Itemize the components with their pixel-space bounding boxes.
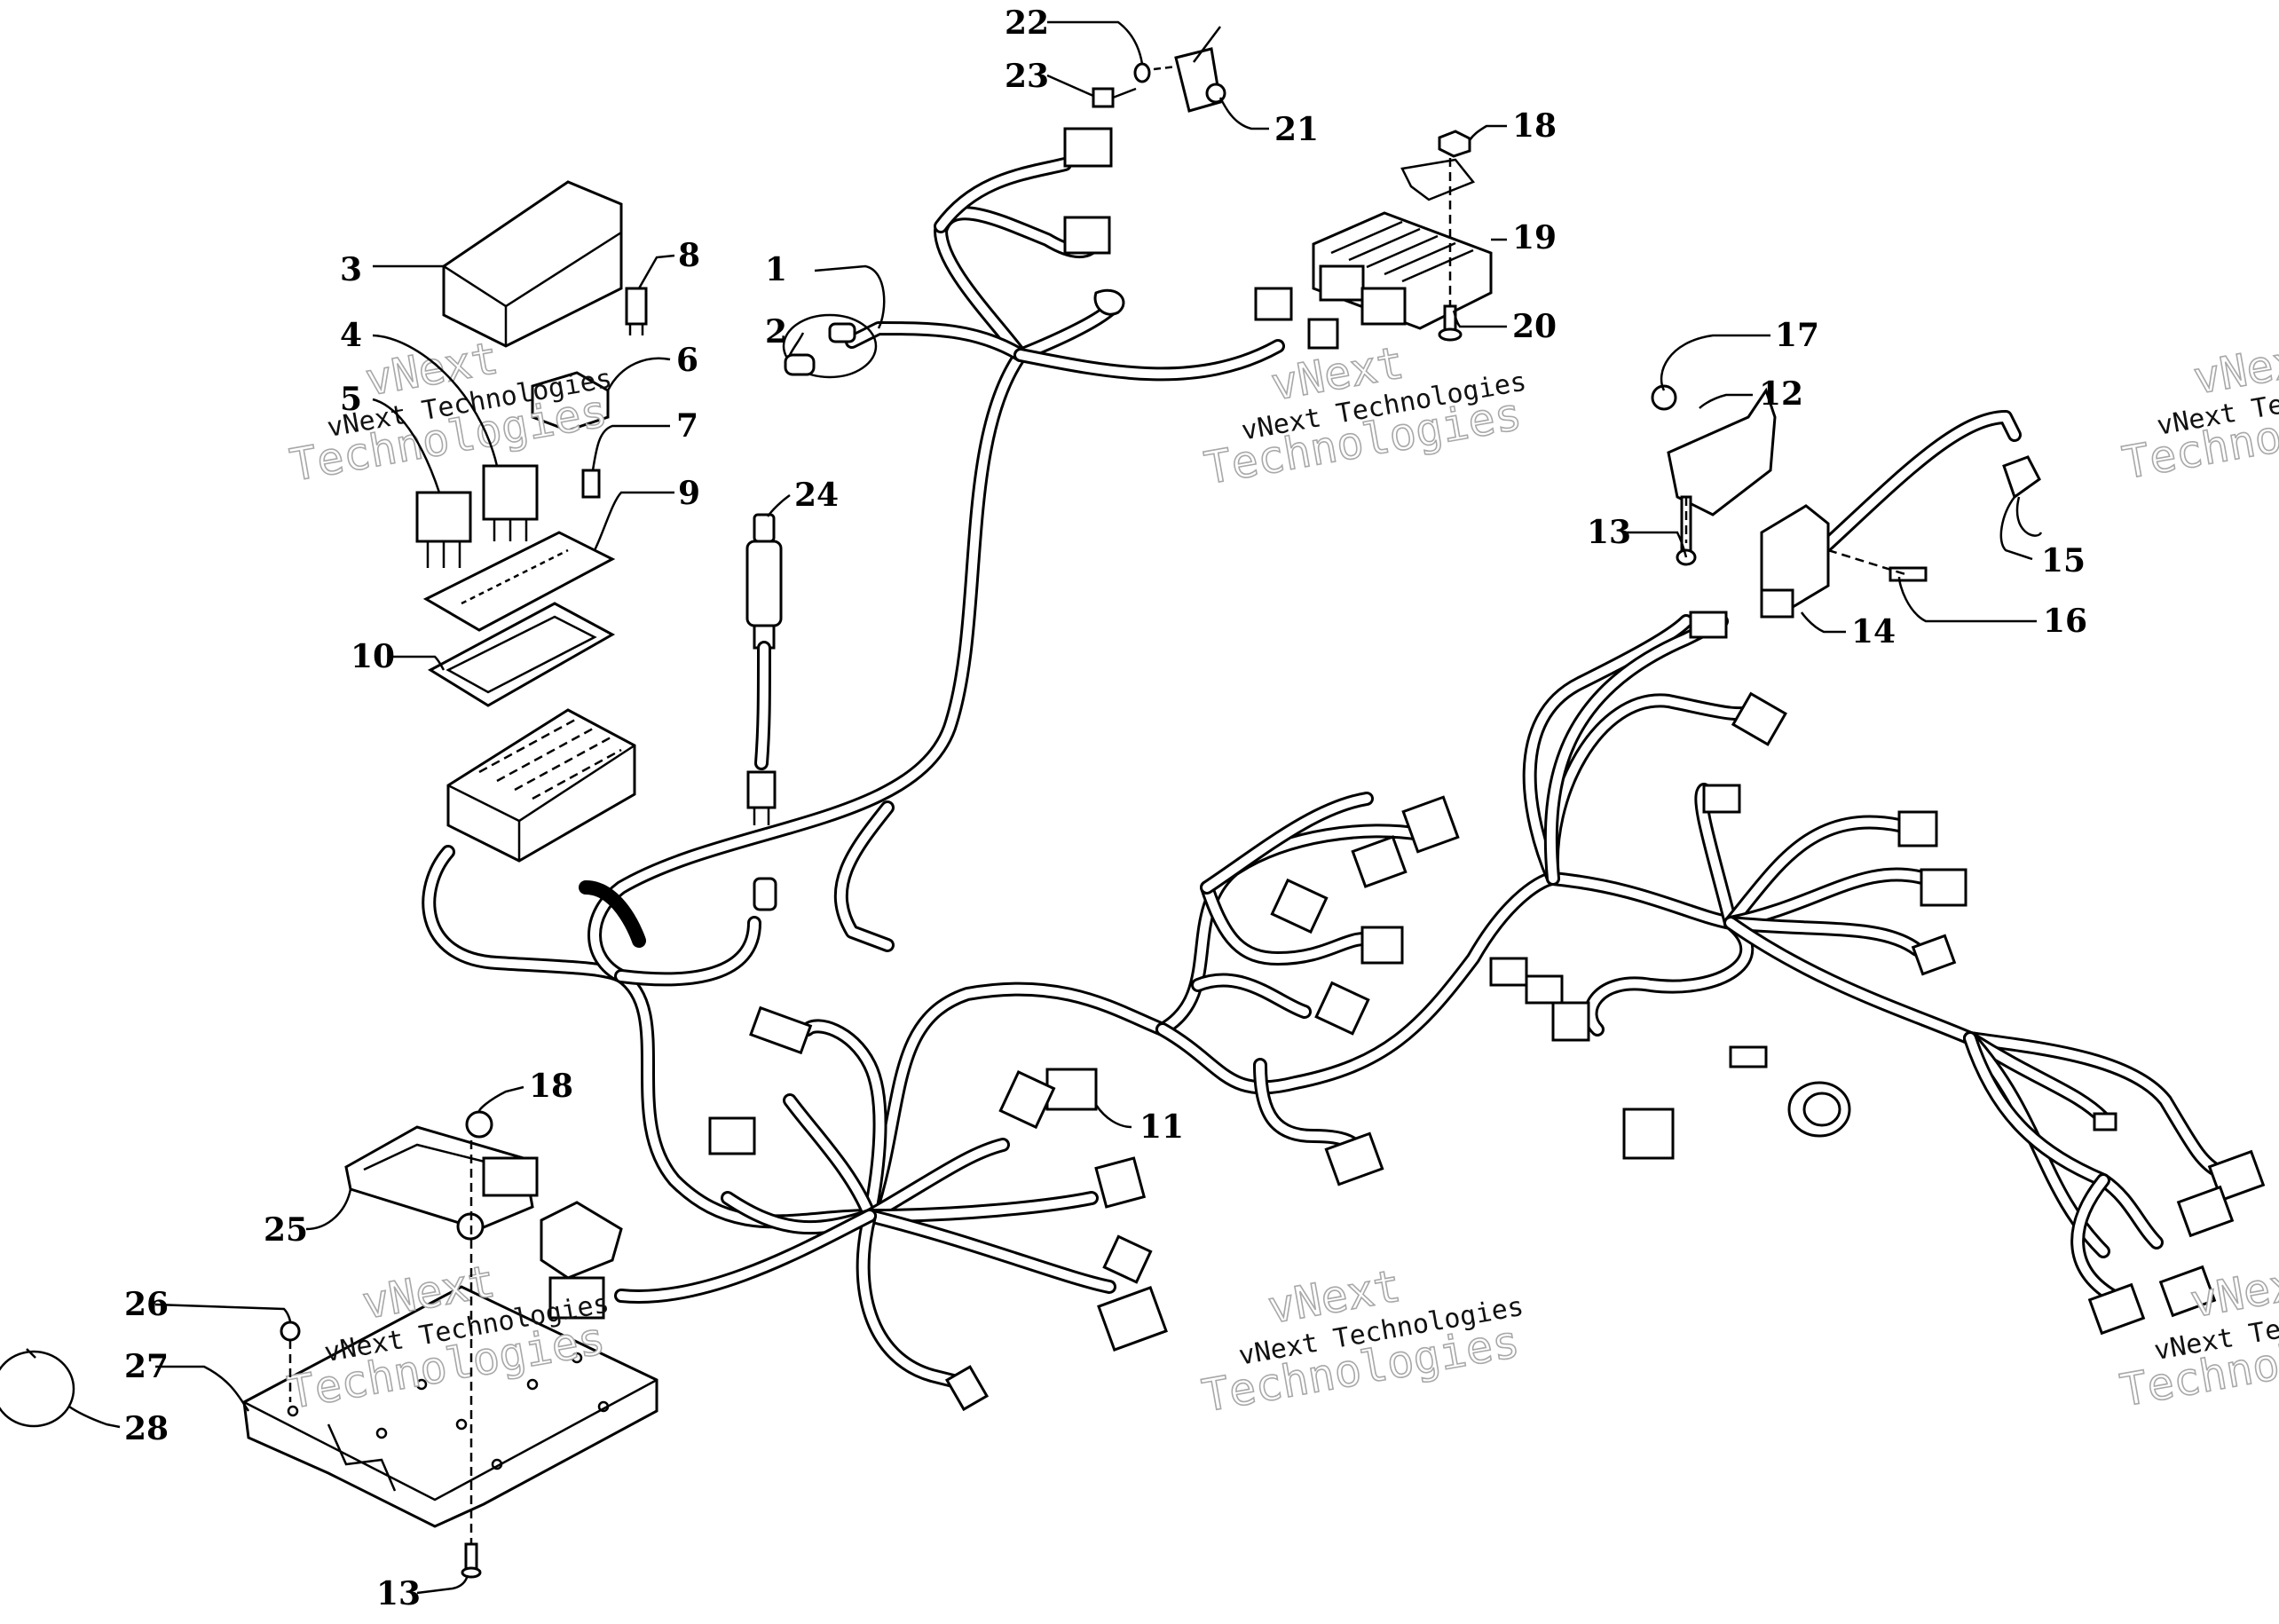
coil-bracket-group (1651, 384, 2043, 639)
bracket-21-part (1174, 26, 1226, 113)
callout-8: 8 (678, 237, 700, 274)
callout-13-lower: 13 (376, 1575, 421, 1612)
fuse-box-cover-part (442, 180, 623, 348)
callout-19: 19 (1512, 219, 1557, 256)
gasket-part (427, 602, 616, 707)
oxygen-sensor-part (745, 513, 783, 825)
relay-parts (415, 464, 539, 568)
watermark-center-bottom: vNext vNext Technologies Technologies (1198, 1259, 1526, 1423)
relay-part-small (531, 371, 610, 432)
callout-7: 7 (676, 407, 698, 445)
callout-6: 6 (676, 342, 698, 379)
watermark-right-top: vNext vNext Technologies Technologies (2118, 330, 2279, 490)
callout-9: 9 (678, 475, 700, 512)
watermark-center-top: vNext vNext Technologies Technologies (1200, 336, 1528, 495)
washer-22-part (1133, 62, 1151, 83)
rivet-26-part (280, 1320, 301, 1342)
svg-text:vNext: vNext (1264, 1260, 1404, 1334)
callout-11: 11 (1140, 1108, 1184, 1146)
callout-23: 23 (1005, 58, 1049, 95)
hex-nut-part (1438, 130, 1471, 158)
tray-holes (287, 1352, 610, 1470)
ecu-tray-part (242, 1285, 658, 1528)
top-connectors (1063, 127, 1339, 350)
callout-18-upper: 18 (1512, 107, 1557, 145)
callout-24: 24 (794, 477, 839, 514)
callout-4: 4 (340, 317, 362, 354)
watermark-left-top: vNext vNext Technologies Technologies (286, 331, 614, 492)
bolt-13-part (461, 1542, 482, 1579)
callout-14: 14 (1851, 613, 1896, 650)
callouts: 1 2 3 4 5 6 7 8 9 10 11 12 13 13 14 15 1… (124, 4, 2087, 1612)
voltage-regulator-part (1312, 158, 1493, 330)
callout-21: 21 (1274, 111, 1319, 148)
callout-27: 27 (124, 1348, 169, 1385)
callout-22: 22 (1005, 4, 1049, 42)
callout-3: 3 (340, 251, 362, 288)
callout-5: 5 (340, 381, 362, 418)
ecu-module-part (344, 1110, 623, 1280)
callout-1: 1 (765, 251, 787, 288)
watermark-right-bottom: vNext vNext Technologies Technologies (2116, 1253, 2279, 1417)
main-harness (422, 157, 2226, 1391)
callout-12: 12 (1759, 375, 1803, 413)
mini-fuse-part (581, 469, 601, 499)
callout-25: 25 (264, 1211, 308, 1249)
callout-26: 26 (124, 1286, 169, 1323)
fuse-part (625, 287, 648, 335)
clamp-28-part (0, 1348, 75, 1428)
callout-2: 2 (765, 313, 787, 351)
callout-16: 16 (2043, 603, 2087, 640)
leader-lines (68, 20, 2037, 1595)
fuse-box-base-part (446, 708, 636, 863)
screw-23-part (1092, 87, 1137, 108)
callout-10: 10 (351, 638, 395, 675)
connector-clip-part (782, 313, 878, 379)
callout-17: 17 (1775, 317, 1819, 354)
callout-18-lower: 18 (529, 1068, 573, 1105)
fuse-label-sheet-part (422, 531, 616, 632)
callout-15: 15 (2041, 542, 2086, 579)
callout-13-upper: 13 (1587, 514, 1631, 551)
callout-20: 20 (1512, 308, 1557, 345)
callout-28: 28 (124, 1410, 169, 1447)
harness-connectors (548, 691, 2266, 1412)
